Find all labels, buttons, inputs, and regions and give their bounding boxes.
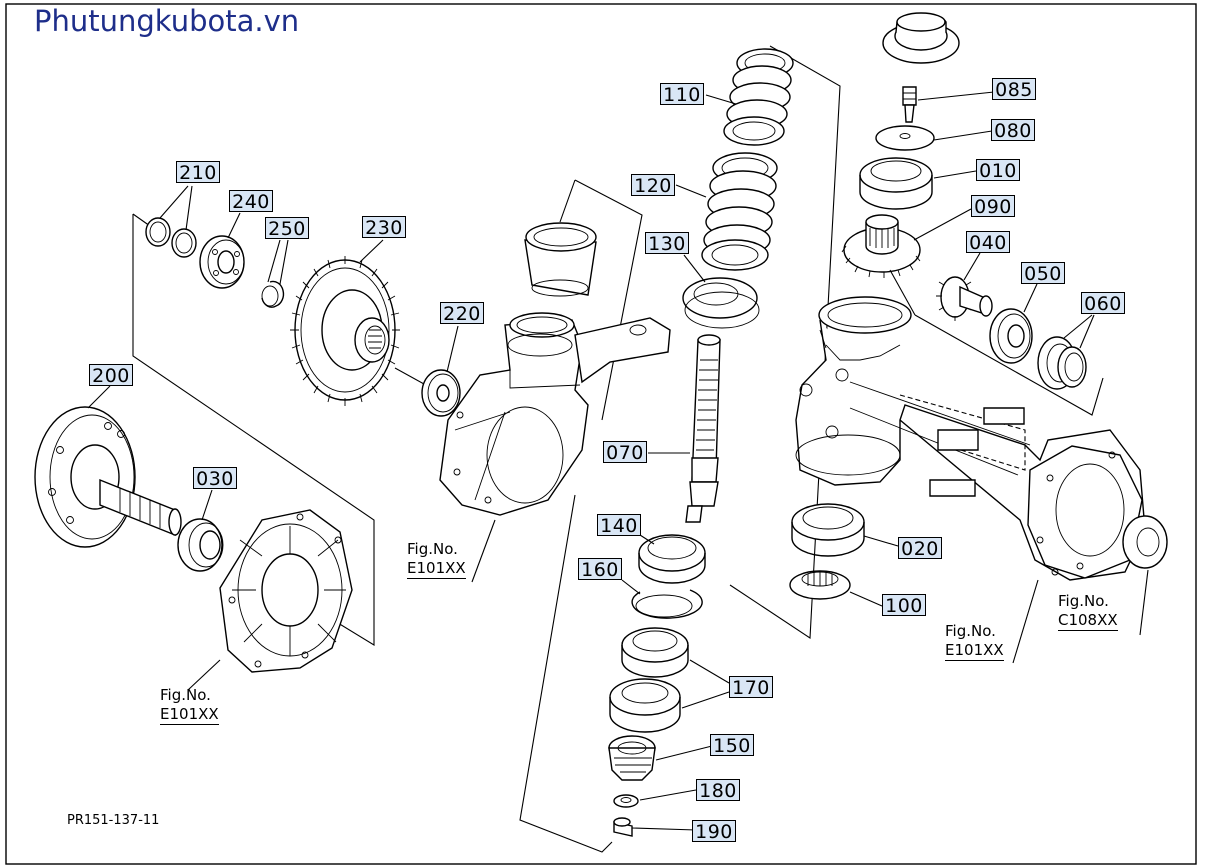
part-number-020[interactable]: 020 — [898, 537, 942, 560]
front-axle-case — [795, 296, 1146, 581]
figure-ref-label: Fig.No. — [160, 686, 211, 704]
coil-spring-120 — [701, 152, 778, 271]
part-number-220[interactable]: 220 — [440, 302, 484, 325]
ball-bearing-140 — [638, 534, 706, 584]
pinion-group-bracket — [519, 494, 613, 853]
shim-080 — [875, 125, 935, 151]
figure-ref-far-right[interactable]: Fig.No. C108XX — [1058, 592, 1118, 631]
figure-ref-code[interactable]: E101XX — [407, 559, 466, 579]
part-number-230[interactable]: 230 — [362, 216, 406, 239]
part-number-210[interactable]: 210 — [176, 161, 220, 184]
figure-ref-left[interactable]: Fig.No. E101XX — [160, 686, 219, 725]
figure-ref-label: Fig.No. — [945, 622, 996, 640]
figure-ref-right[interactable]: Fig.No. E101XX — [945, 622, 1004, 661]
bushing-cap — [524, 222, 597, 297]
part-number-040[interactable]: 040 — [966, 231, 1010, 254]
part-number-160[interactable]: 160 — [578, 558, 622, 581]
part-number-100[interactable]: 100 — [882, 594, 926, 617]
circlip-250 — [261, 280, 285, 308]
center-group-bracket — [574, 179, 643, 421]
part-number-240[interactable]: 240 — [229, 190, 273, 213]
ball-bearing-050 — [989, 308, 1033, 364]
brand-watermark: Phutungkubota.vn — [34, 4, 300, 38]
figure-ref-code[interactable]: E101XX — [160, 705, 219, 725]
axle-flange-200 — [34, 406, 182, 548]
oil-seal-030 — [177, 518, 224, 572]
part-number-050[interactable]: 050 — [1021, 262, 1065, 285]
part-number-170[interactable]: 170 — [729, 676, 773, 699]
snap-ring-210 — [145, 217, 197, 258]
part-number-090[interactable]: 090 — [971, 195, 1015, 218]
end-seal — [1122, 515, 1168, 569]
part-number-250[interactable]: 250 — [265, 217, 309, 240]
figure-ref-label: Fig.No. — [1058, 592, 1109, 610]
grease-fitting-085 — [902, 86, 917, 123]
part-number-120[interactable]: 120 — [631, 174, 675, 197]
left-group-bracket — [132, 214, 375, 646]
ball-bearing-020 — [791, 503, 865, 557]
bevel-gear-230 — [290, 256, 400, 406]
circlip-160 — [631, 589, 703, 619]
ball-bearing-220 — [421, 369, 461, 417]
splined-shaft-070 — [685, 334, 721, 523]
leader-lines — [87, 91, 1095, 831]
ball-bearing-010 — [859, 157, 933, 210]
figure-ref-code[interactable]: E101XX — [945, 641, 1004, 661]
oil-seal-060 — [1037, 336, 1087, 390]
part-number-140[interactable]: 140 — [597, 514, 641, 537]
part-number-010[interactable]: 010 — [976, 159, 1020, 182]
part-number-080[interactable]: 080 — [991, 119, 1035, 142]
washer-180 — [613, 794, 639, 808]
coil-spring-110 — [723, 48, 794, 146]
ball-bearing-240 — [199, 235, 245, 289]
bearing-cap — [882, 12, 960, 64]
figure-ref-label: Fig.No. — [407, 540, 458, 558]
front-gear-case — [439, 312, 671, 516]
ball-bearing-170-lower — [609, 678, 681, 733]
drawing-id: PR151-137-11 — [67, 813, 160, 828]
part-number-200[interactable]: 200 — [89, 364, 133, 387]
needle-bearing-100 — [789, 570, 851, 600]
part-number-190[interactable]: 190 — [692, 820, 736, 843]
drawing-frame — [5, 3, 1197, 865]
pinion-gear-040 — [936, 276, 993, 321]
part-number-130[interactable]: 130 — [645, 232, 689, 255]
part-number-110[interactable]: 110 — [660, 83, 704, 106]
collar-130 — [682, 277, 760, 329]
bevel-gear-090 — [841, 214, 921, 278]
right-group-bracket — [914, 314, 1104, 416]
nut-190 — [613, 817, 633, 837]
figure-ref-code[interactable]: C108XX — [1058, 611, 1118, 631]
part-number-180[interactable]: 180 — [696, 779, 740, 802]
part-number-070[interactable]: 070 — [603, 441, 647, 464]
ball-bearing-170-upper — [621, 627, 689, 678]
part-number-060[interactable]: 060 — [1081, 292, 1125, 315]
bearing-case-cover — [219, 509, 353, 673]
part-number-150[interactable]: 150 — [710, 734, 754, 757]
part-number-085[interactable]: 085 — [992, 78, 1036, 101]
part-number-030[interactable]: 030 — [193, 467, 237, 490]
figure-ref-center[interactable]: Fig.No. E101XX — [407, 540, 466, 579]
pinion-gear-150 — [608, 735, 656, 781]
